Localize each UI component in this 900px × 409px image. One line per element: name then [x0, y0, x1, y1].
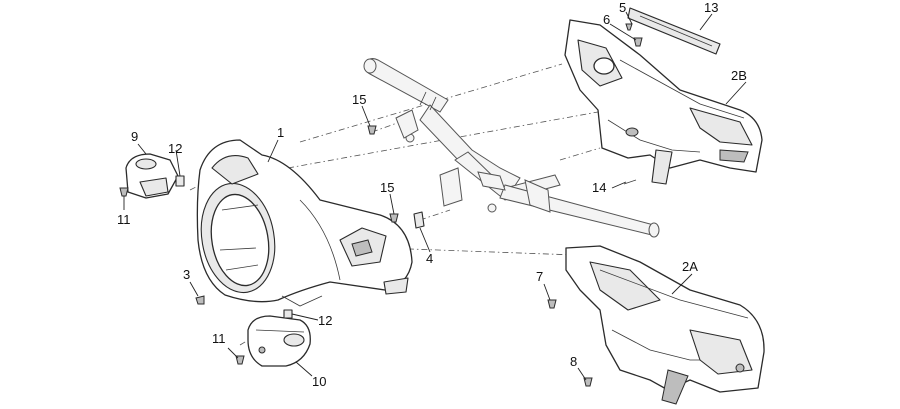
- callout-5: 5: [619, 0, 626, 15]
- lower-switch-cover: [247, 315, 311, 367]
- trim-strip: [627, 7, 721, 55]
- callout-2a: 2A: [682, 259, 698, 274]
- callout-9: 9: [131, 129, 138, 144]
- lower-right-cover: [565, 245, 765, 405]
- clip-4: [413, 211, 425, 229]
- handlebar-tube: [363, 58, 660, 238]
- callout-3: 3: [183, 267, 190, 282]
- callouts: 1 2A 2B 3 4 5 6 7 8 9 10 11 11 12 12 13 …: [117, 0, 747, 389]
- screw-5: [625, 23, 633, 31]
- callout-11-lower: 11: [212, 331, 226, 346]
- callout-10: 10: [312, 374, 326, 389]
- callout-7: 7: [536, 269, 543, 284]
- screw-3: [195, 295, 205, 305]
- upper-right-cover: [564, 19, 763, 185]
- callout-14: 14: [592, 180, 606, 195]
- callout-12-upper: 12: [168, 141, 182, 156]
- hardware: [119, 23, 643, 387]
- left-switch-cover: [125, 153, 179, 199]
- callout-4: 4: [426, 251, 433, 266]
- clip-12-lower: [283, 309, 293, 319]
- callout-8: 8: [570, 354, 577, 369]
- callout-11-upper: 11: [117, 212, 131, 227]
- screw-15-upper: [367, 125, 377, 135]
- callout-15-upper: 15: [352, 92, 366, 107]
- callout-1: 1: [277, 125, 284, 140]
- clip-12-upper: [175, 175, 185, 187]
- leader-lines: [123, 11, 747, 381]
- front-handlebar-cover: [196, 139, 413, 307]
- pin-14: [623, 179, 637, 185]
- callout-13: 13: [704, 0, 718, 15]
- callout-12-lower: 12: [318, 313, 332, 328]
- screw-11-upper: [119, 187, 129, 197]
- callout-6: 6: [603, 12, 610, 27]
- callout-2b: 2B: [731, 68, 747, 83]
- screw-15-lower: [389, 213, 399, 223]
- callout-15-lower: 15: [380, 180, 394, 195]
- screw-7: [547, 299, 557, 309]
